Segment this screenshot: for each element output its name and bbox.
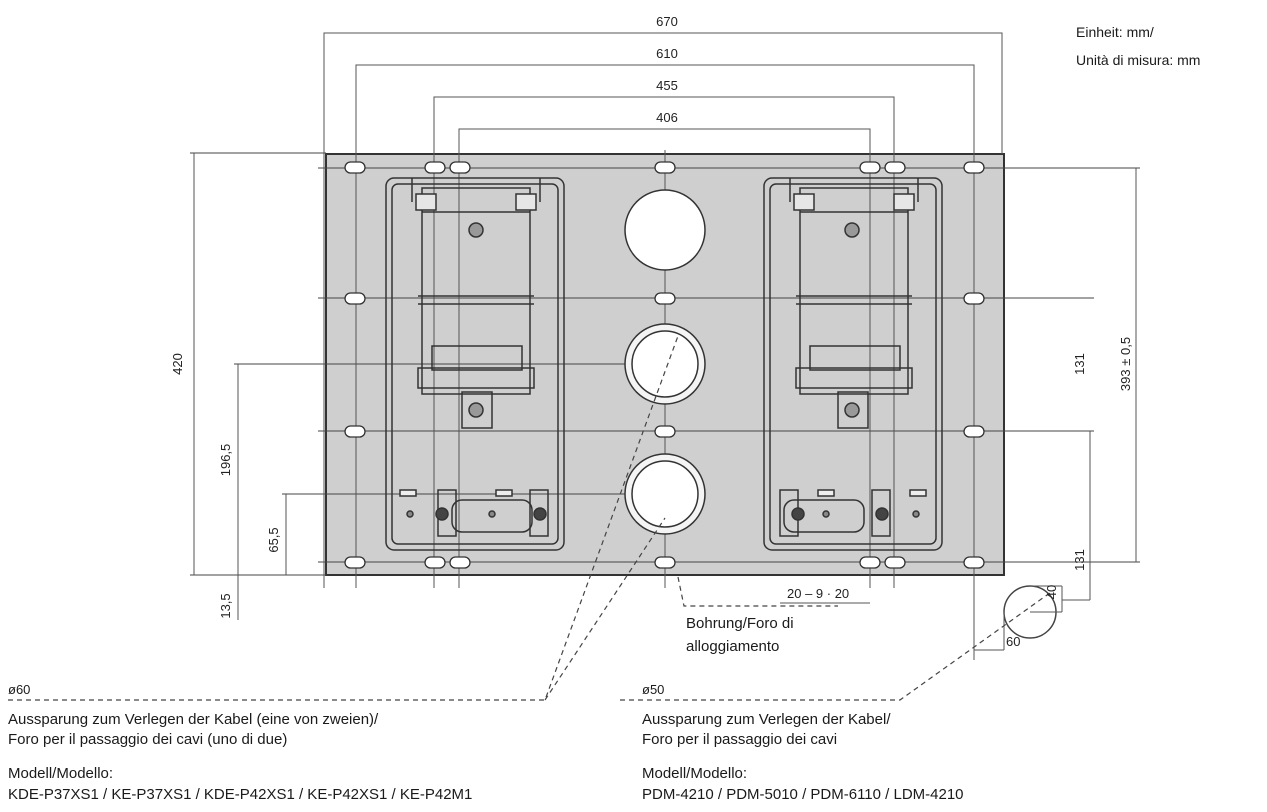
right-model-list: PDM-4210 / PDM-5010 / PDM-6110 / LDM-421… (642, 786, 964, 803)
dim-60: 60 (1006, 634, 1020, 649)
left-callout-line-2: Foro per il passaggio dei cavi (uno di d… (8, 731, 288, 748)
dim-131-b: 131 (1072, 549, 1087, 571)
bore-label-1: Bohrung/Foro di (686, 615, 794, 632)
dim-slot: 20 – 9 · 20 (787, 586, 849, 601)
dim-420: 420 (170, 353, 185, 375)
cable-openings (624, 189, 706, 535)
horizontal-reference-lines (190, 152, 1140, 576)
dim-406: 406 (656, 110, 678, 125)
left-model-list: KDE-P37XS1 / KE-P37XS1 / KDE-P42XS1 / KE… (8, 786, 473, 803)
cable-opening-middle (631, 330, 699, 398)
dim-40: 40 (1044, 585, 1059, 599)
dim-131-a: 131 (1072, 353, 1087, 375)
dim-610: 610 (656, 46, 678, 61)
dim-670: 670 (656, 14, 678, 29)
dim-455: 455 (656, 78, 678, 93)
cable-opening-bottom (631, 460, 699, 528)
height-dimensions (193, 153, 1137, 620)
dim-13-5: 13,5 (218, 593, 233, 618)
leader-lines (8, 335, 1055, 701)
dim-393: 393 ± 0,5 (1118, 337, 1133, 391)
right-callout-line-2: Foro per il passaggio dei cavi (642, 731, 838, 748)
dim-196-5: 196,5 (218, 444, 233, 477)
slot-holes (344, 161, 985, 569)
dim-65-5: 65,5 (266, 527, 281, 552)
left-callout-line-1: Aussparung zum Verlegen der Kabel (eine … (8, 711, 379, 728)
units-line-2: Unità di misura: mm (1076, 52, 1201, 68)
right-model-label: Modell/Modello: (642, 765, 748, 782)
right-bracket (763, 177, 943, 551)
left-model-label: Modell/Modello: (8, 765, 114, 782)
left-bracket (385, 177, 565, 551)
left-diameter-label: ø60 (8, 682, 31, 697)
bore-label-2: alloggiamento (686, 638, 780, 655)
cable-opening-top (624, 189, 706, 271)
detail-dim-lines (974, 585, 1063, 651)
units-line-1: Einheit: mm/ (1076, 24, 1154, 40)
right-callout-line-1: Aussparung zum Verlegen der Kabel/ (642, 711, 891, 728)
right-diameter-label: ø50 (642, 682, 665, 697)
